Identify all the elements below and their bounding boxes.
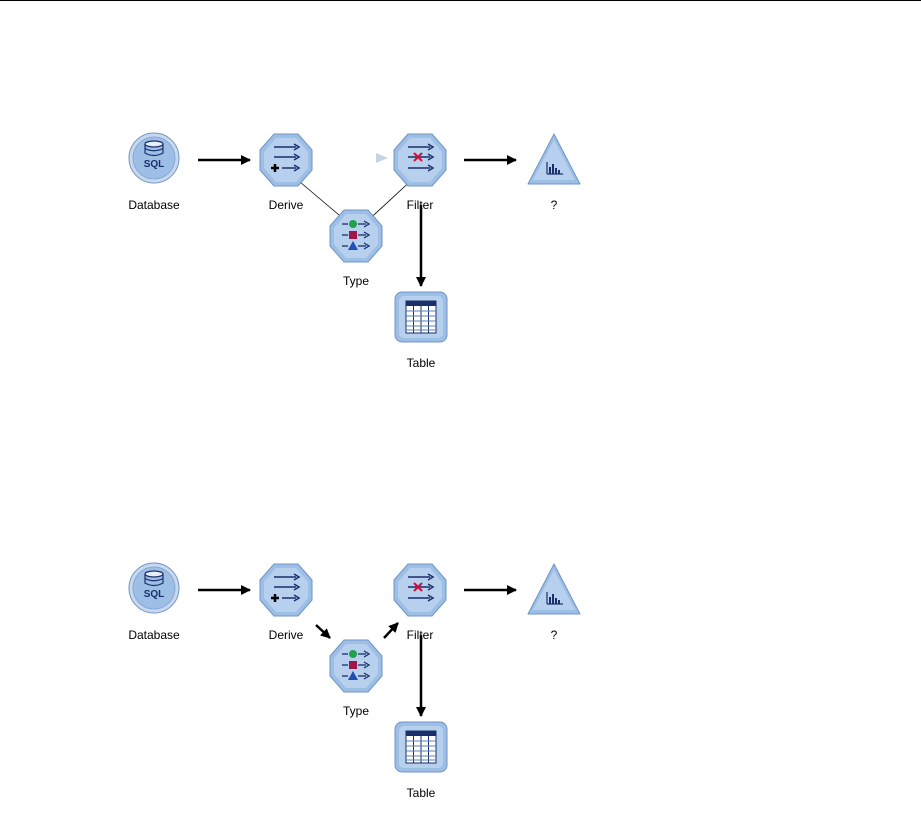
stream-diagram-after: SQL Database Derive: [0, 430, 921, 820]
node-label: ?: [550, 198, 558, 212]
node-label: Database: [128, 198, 180, 212]
derive-node-icon: [259, 133, 313, 187]
top-rule: [0, 0, 921, 1]
histogram-triangle-icon: [527, 563, 581, 615]
node-output[interactable]: ?: [514, 562, 594, 642]
node-database[interactable]: SQL Database: [114, 562, 194, 642]
type-node-icon: [329, 639, 383, 693]
node-filter[interactable]: Filter: [380, 562, 460, 642]
node-label: Database: [128, 628, 180, 642]
node-label: Table: [406, 786, 436, 800]
stream-diagram-before: SQL Database Derive: [0, 0, 921, 390]
table-node-icon: [394, 291, 448, 343]
type-node-icon: [329, 209, 383, 263]
diagram-2-connections: [198, 585, 517, 717]
filter-node-icon: [393, 563, 447, 617]
node-label: ?: [550, 628, 558, 642]
node-label: Filter: [406, 628, 434, 642]
sql-database-icon: SQL: [128, 132, 180, 184]
node-table[interactable]: Table: [381, 720, 461, 800]
filter-node-icon: [393, 133, 447, 187]
node-label: Filter: [406, 198, 434, 212]
node-type[interactable]: Type: [316, 638, 396, 718]
node-table[interactable]: Table: [381, 290, 461, 370]
derive-node-icon: [259, 563, 313, 617]
link-type-filter[interactable]: [383, 622, 399, 639]
node-derive[interactable]: Derive: [246, 562, 326, 642]
node-output[interactable]: ?: [514, 132, 594, 212]
node-label: Type: [342, 704, 369, 718]
sql-database-icon: SQL: [128, 562, 180, 614]
node-label: Derive: [268, 198, 304, 212]
node-label: Derive: [268, 628, 304, 642]
node-filter[interactable]: Filter: [380, 132, 460, 212]
node-database[interactable]: SQL Database: [114, 132, 194, 212]
histogram-triangle-icon: [527, 133, 581, 185]
table-node-icon: [394, 721, 448, 773]
node-label: Type: [342, 274, 369, 288]
svg-text:SQL: SQL: [144, 589, 165, 600]
link-derive-filter-arrowhead: [376, 153, 388, 163]
node-type[interactable]: Type: [316, 208, 396, 288]
svg-text:SQL: SQL: [144, 159, 165, 170]
node-derive[interactable]: Derive: [246, 132, 326, 212]
node-label: Table: [406, 356, 436, 370]
link-derive-type[interactable]: [315, 624, 331, 639]
